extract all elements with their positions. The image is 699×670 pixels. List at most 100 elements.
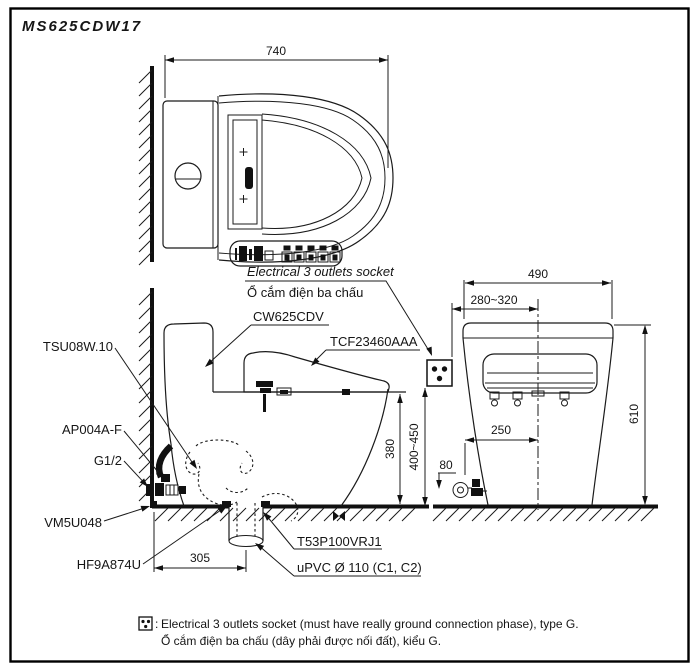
label-ap004af: AP004A-F [62, 422, 122, 437]
leader [103, 508, 144, 522]
arrowhead [255, 543, 265, 551]
washlet-nozzle [260, 388, 271, 393]
tank-profile [163, 322, 214, 445]
label-t53p100vrj1: T53P100VRJ1 [297, 534, 382, 549]
body-left-edge [462, 337, 489, 506]
hinge-slot [245, 167, 253, 189]
leader [123, 430, 162, 476]
drain-pipe [228, 506, 264, 541]
label-vm5u048: VM5U048 [44, 515, 102, 530]
alignment-marks [239, 148, 248, 203]
washlet-fitting-core [280, 390, 288, 394]
outlet-valve-symbol [339, 511, 345, 521]
top-view: 740 [138, 44, 432, 356]
rim-detail [342, 389, 350, 395]
remote-control [229, 240, 343, 267]
arrowhead [422, 497, 428, 506]
socket-leader [245, 280, 432, 355]
dim-line-305 [153, 512, 247, 572]
bowl-rear-edge [340, 388, 389, 507]
arrowhead [165, 57, 174, 63]
label-upvc: uPVC Ø 110 (C1, C2) [297, 560, 422, 575]
footnote: : Electrical 3 outlets socket (must have… [138, 616, 579, 648]
label-socket-en: Electrical 3 outlets socket [247, 264, 395, 279]
footnote-line2: Ổ cắm điện ba chấu (dây phải được nối đấ… [161, 633, 441, 648]
arrowhead [602, 280, 611, 286]
wall-hatch-side [138, 291, 153, 502]
arrowhead [139, 478, 148, 487]
seat-rear-lines [485, 372, 595, 389]
arrowhead [529, 437, 538, 443]
dim-280-320: 280~320 [470, 293, 517, 307]
wall-hatch-top [138, 69, 153, 266]
dim-305: 305 [190, 551, 210, 565]
arrowhead [217, 506, 227, 514]
label-socket-vi: Ổ cắm điện ba chấu [247, 285, 363, 300]
arrowhead [154, 565, 163, 571]
arrowhead [205, 358, 214, 367]
outlet-valve-symbol [333, 511, 339, 521]
footnote-line1: Electrical 3 outlets socket (must have r… [161, 617, 579, 631]
dim-400-450: 400~450 [407, 423, 421, 470]
floor-flange [222, 501, 231, 507]
footnote-colon: : [155, 617, 158, 631]
dim-380: 380 [383, 439, 397, 459]
leader [123, 460, 146, 485]
dim-line-490 [463, 280, 613, 319]
leader [260, 547, 421, 577]
arrowhead [529, 306, 538, 312]
arrowhead [452, 306, 461, 312]
dim-490: 490 [528, 267, 548, 281]
arrowhead [379, 57, 388, 63]
socket-symbol-icon [138, 616, 153, 631]
stop-valve [146, 474, 186, 496]
label-g12: G1/2 [94, 453, 122, 468]
arrowhead [140, 505, 150, 512]
lid-strip-inner [232, 119, 258, 225]
arrowhead [642, 496, 648, 505]
dim-610: 610 [627, 404, 641, 424]
drain-pipe-cut [228, 535, 264, 547]
remote-buttons [281, 245, 341, 263]
arrowhead [155, 470, 164, 479]
arrowhead [397, 495, 403, 504]
dim-250: 250 [491, 423, 511, 437]
arrowhead [237, 565, 246, 571]
label-cw625cdv: CW625CDV [253, 309, 324, 324]
dim-line-380 [389, 391, 406, 504]
bowl-inner-curve [261, 119, 363, 229]
arrowhead [189, 459, 197, 469]
arrowhead [436, 480, 442, 489]
leader [114, 347, 195, 466]
leader [267, 517, 382, 550]
label-hf9a874u: HF9A874U [77, 557, 141, 572]
label-tsu08w10: TSU08W.10 [43, 339, 113, 354]
flush-button [174, 162, 202, 190]
side-view: TSU08W.10 AP004A-F G1/2 VM5U048 HF9A874U… [43, 288, 429, 577]
washlet-nozzle [256, 381, 273, 387]
arrowhead [397, 394, 403, 403]
body-right-edge [591, 337, 614, 506]
socket-symbol-icon [426, 359, 453, 387]
dim-line-610 [614, 324, 651, 504]
floor-hatch-rear [432, 507, 655, 522]
page-title: MS625CDW17 [22, 18, 142, 35]
leader [207, 324, 329, 365]
bowl-rim-curve [261, 113, 372, 235]
rear-view: 490 280~320 610 250 80 [426, 267, 658, 522]
washlet-profile [243, 351, 390, 393]
dim-80: 80 [439, 458, 453, 472]
washlet-pin [263, 394, 266, 412]
arrowhead [422, 388, 428, 397]
arrowhead [465, 437, 474, 443]
lid-outline-inner [218, 100, 386, 256]
arrowhead [426, 346, 432, 356]
seat-rear [482, 353, 598, 394]
dim-line-280-320 [451, 303, 538, 357]
rear-supply-valve [452, 479, 487, 498]
dim-line-250 [464, 439, 538, 475]
dim-740: 740 [266, 44, 286, 58]
wall-seal [150, 501, 157, 507]
